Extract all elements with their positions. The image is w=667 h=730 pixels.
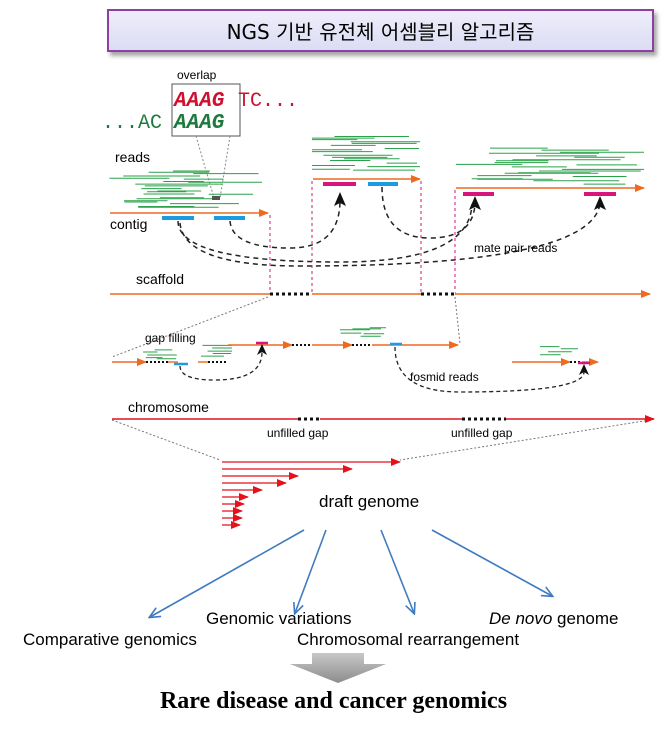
- draft-genome-arrows: [222, 458, 401, 529]
- title-banner: NGS 기반 유전체 어셈블리 알고리즘: [107, 9, 654, 52]
- seq-top-red: AAAG: [172, 90, 225, 113]
- overlap-label: overlap: [177, 68, 217, 82]
- outcome-arrows: [150, 529, 552, 617]
- de-novo-rest: genome: [552, 609, 619, 628]
- de-novo-italic: De novo: [489, 609, 553, 628]
- read-cluster-2: [312, 136, 420, 171]
- mate-pair-label: mate pair reads: [474, 241, 557, 255]
- unfilled-gap-2: unfilled gap: [451, 426, 513, 440]
- chromosome-label: chromosome: [128, 399, 209, 415]
- read-cluster-1: [109, 170, 262, 208]
- gap-filling-label: gap filling: [145, 331, 196, 345]
- page-title: NGS 기반 유전체 어셈블리 알고리즘: [226, 20, 535, 44]
- overlap-box: [171, 83, 241, 137]
- overlap-illustration: overlap AAAG TC... ...AC AAAG: [102, 68, 298, 200]
- reads-label: reads: [115, 149, 150, 165]
- unfilled-gap-1: unfilled gap: [267, 426, 329, 440]
- chromosomal-rearrangement-label: Chromosomal rearrangement: [297, 630, 520, 649]
- seq-bottom-green: AAAG: [172, 112, 225, 135]
- seq-bottom-lead: ...AC: [102, 112, 162, 135]
- footer-title: Rare disease and cancer genomics: [159, 688, 508, 714]
- genomic-variations-label: Genomic variations: [206, 609, 352, 628]
- contig-label: contig: [110, 216, 147, 232]
- down-arrow: [290, 653, 386, 683]
- seq-top-tail: TC...: [238, 90, 298, 113]
- comparative-genomics-label: Comparative genomics: [23, 630, 197, 649]
- read-cluster-gap: [143, 327, 578, 360]
- draft-genome-label: draft genome: [319, 492, 419, 511]
- mate-pair-links: [177, 186, 601, 267]
- de-novo-genome-label: De novo genome: [489, 609, 619, 629]
- fosmid-label: fosmid reads: [410, 370, 479, 384]
- read-cluster-3: [456, 147, 644, 185]
- scaffold-label: scaffold: [136, 271, 184, 287]
